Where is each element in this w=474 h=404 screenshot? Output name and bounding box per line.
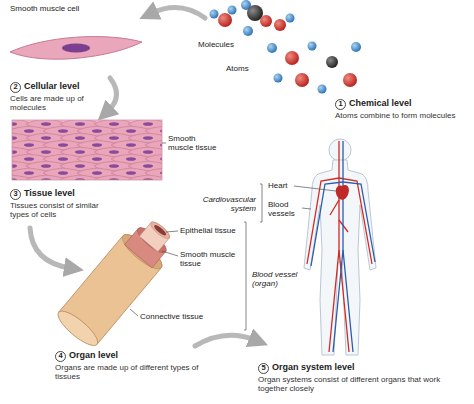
callout-number: 3 bbox=[10, 189, 21, 200]
arrow bbox=[152, 8, 205, 18]
blood-vessel bbox=[54, 211, 182, 350]
part-label: Heart bbox=[268, 181, 288, 190]
heart bbox=[336, 185, 349, 200]
step-number: 5 bbox=[258, 363, 269, 374]
part-label: Blood vessels bbox=[268, 200, 302, 218]
atoms bbox=[267, 42, 361, 94]
arrow bbox=[108, 78, 117, 111]
smooth-muscle-cell bbox=[10, 37, 142, 60]
part-label: Smooth muscle tissue bbox=[168, 134, 218, 152]
callout-number: 4 bbox=[55, 351, 66, 362]
circle-outline bbox=[11, 190, 21, 200]
level-title: Organ system level bbox=[272, 362, 355, 372]
arrow bbox=[195, 335, 255, 346]
part-label: Smooth muscle cell bbox=[10, 4, 79, 13]
level-title: Chemical level bbox=[349, 98, 412, 108]
level-title: Organ level bbox=[69, 350, 118, 360]
level-description: Cells are made up of molecules bbox=[10, 94, 92, 112]
part-label: Atoms bbox=[226, 64, 249, 73]
part-label: Molecules bbox=[198, 40, 234, 49]
level-title: Tissue level bbox=[24, 188, 75, 198]
callout-number: 2 bbox=[10, 82, 21, 93]
organ-label: Blood vessel (organ) bbox=[252, 270, 300, 288]
part-label: Connective tissue bbox=[140, 312, 230, 321]
circle-outline bbox=[56, 352, 66, 362]
step-number: 4 bbox=[55, 351, 66, 362]
human-figure bbox=[304, 139, 376, 355]
arteries bbox=[307, 141, 372, 352]
part-label: Epithelial tissue bbox=[180, 226, 242, 235]
level-description: Atoms combine to form molecules bbox=[335, 111, 470, 120]
step-number: 1 bbox=[335, 99, 346, 110]
leader-lines bbox=[130, 143, 336, 330]
veins bbox=[311, 141, 375, 352]
circle-outline bbox=[11, 83, 21, 93]
level-description: Organ systems consist of different organ… bbox=[258, 375, 470, 393]
circle-outline bbox=[259, 364, 269, 374]
arrow bbox=[30, 228, 70, 268]
level-title: Cellular level bbox=[24, 81, 80, 91]
callout-number: 5 bbox=[258, 363, 269, 374]
molecules bbox=[210, 0, 295, 36]
circle-outline bbox=[336, 100, 346, 110]
step-number: 3 bbox=[10, 189, 21, 200]
part-label: Smooth muscle tissue bbox=[180, 250, 242, 268]
step-number: 2 bbox=[10, 82, 21, 93]
level-description: Organs are made up of different types of… bbox=[55, 363, 205, 381]
system-label: Cardiovascular system bbox=[180, 195, 256, 213]
callout-number: 1 bbox=[335, 99, 346, 110]
level-description: Tissues consist of similar types of cell… bbox=[10, 201, 108, 219]
